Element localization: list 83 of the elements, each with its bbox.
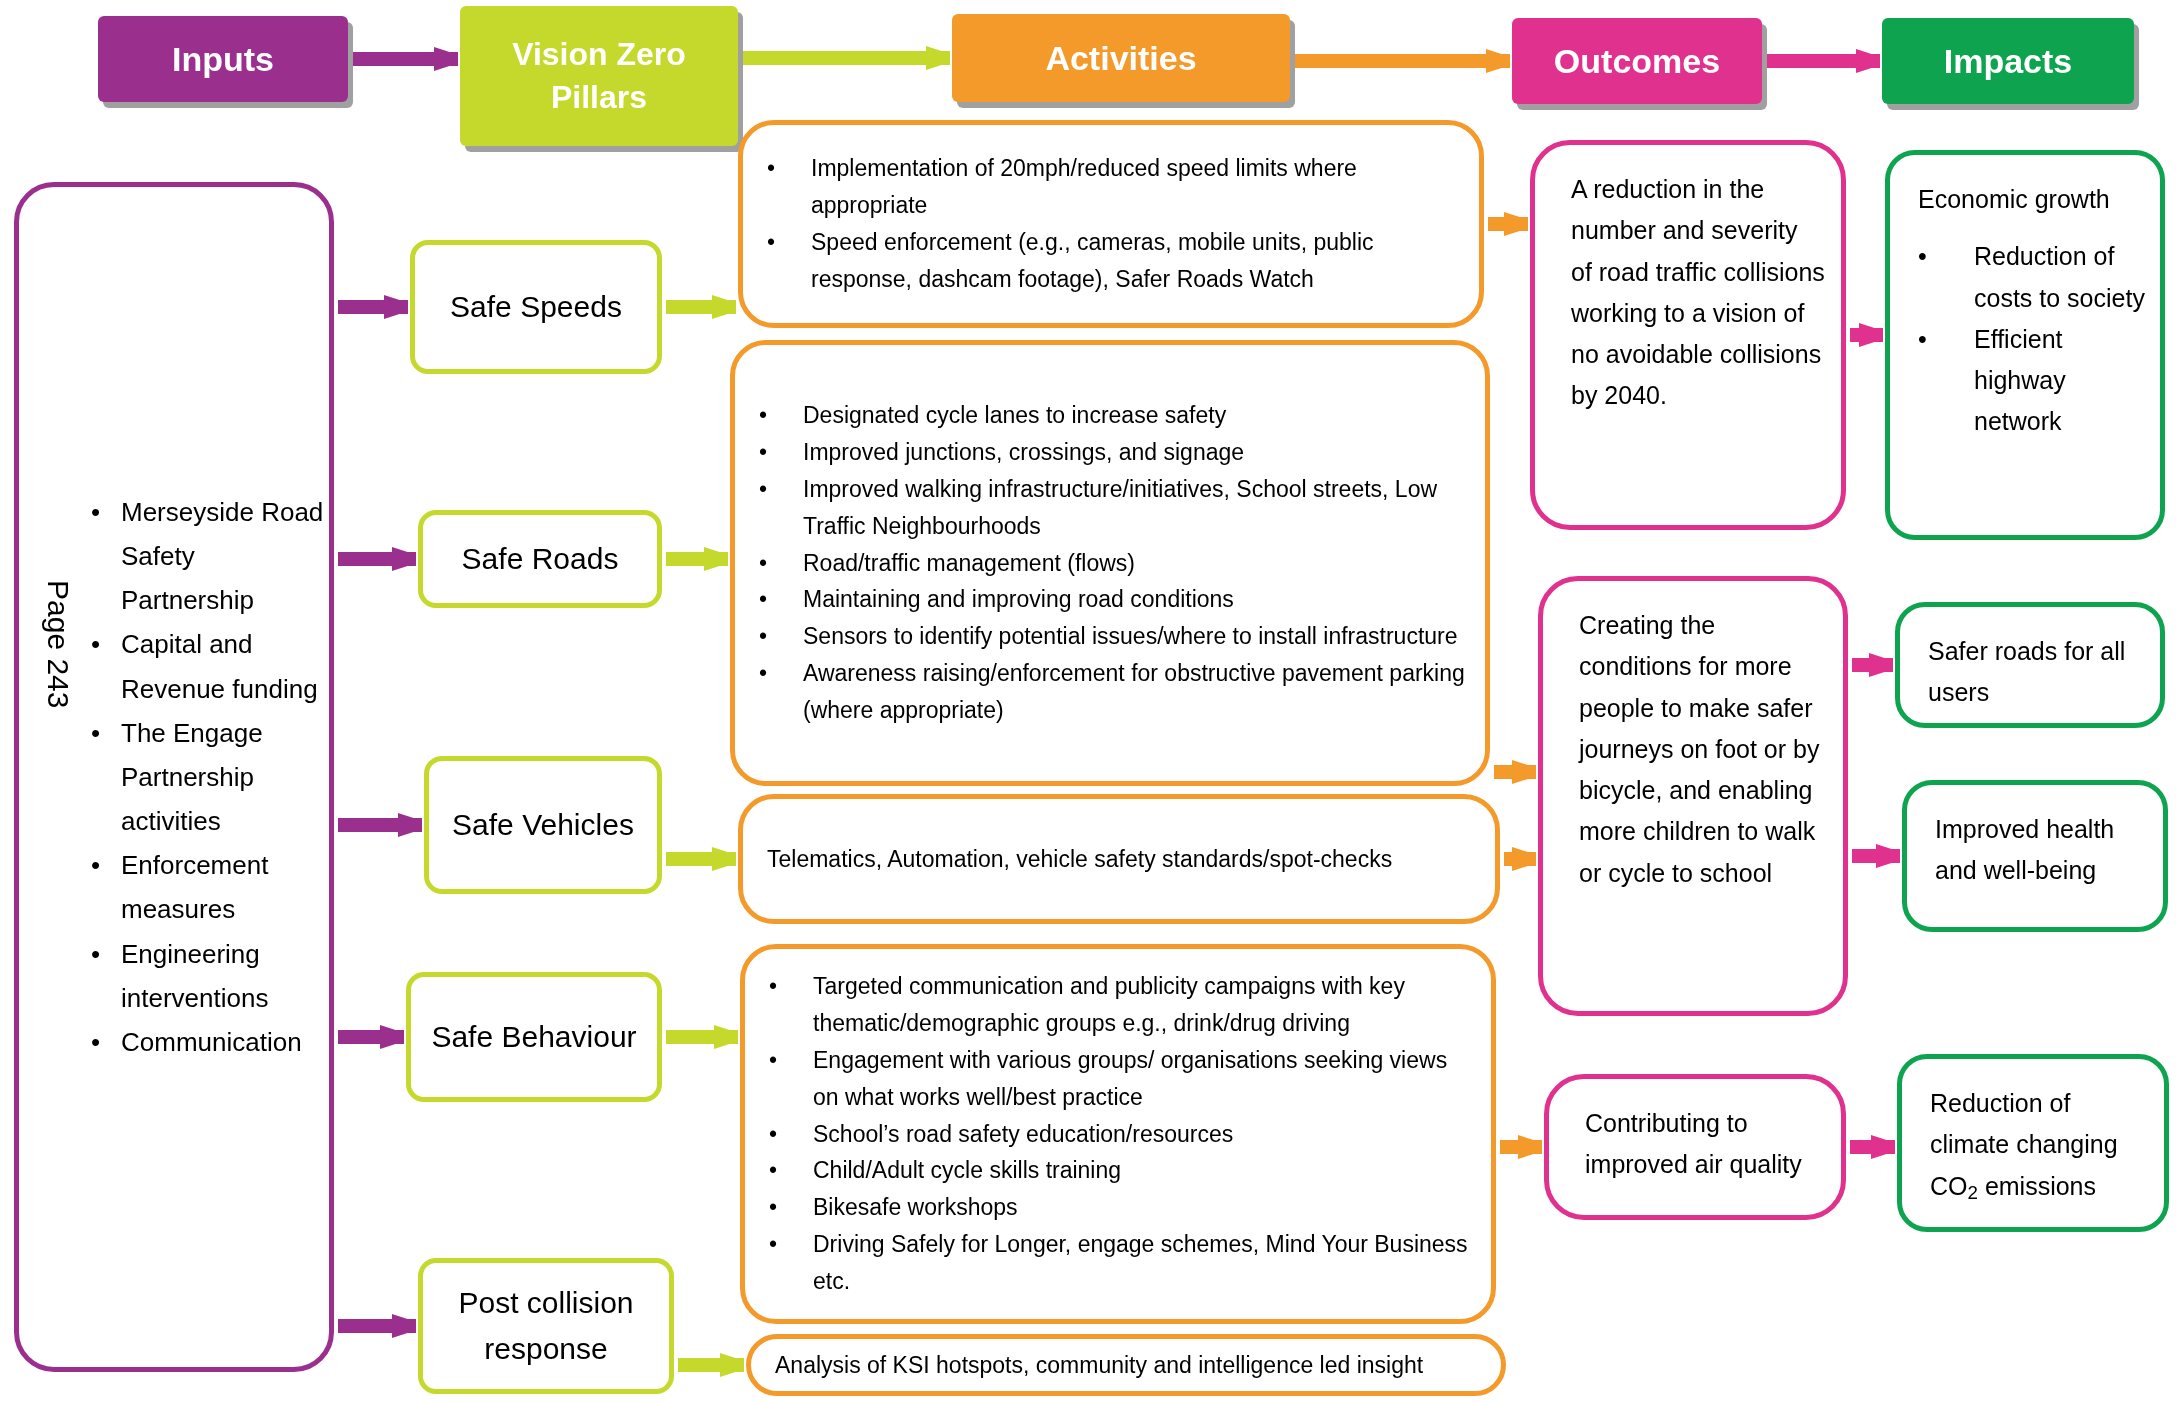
bullet: • — [759, 585, 769, 615]
list-item: Designated cycle lanes to increase safety — [803, 401, 1227, 431]
list-item: Reduction of costs to society — [1974, 241, 2146, 314]
box-text: Safe Speeds — [450, 288, 622, 325]
bullet: • — [769, 1193, 779, 1223]
bullet: • — [759, 622, 769, 652]
bullet: • — [91, 849, 102, 883]
bullet: • — [91, 937, 102, 971]
box-text: Impacts — [1943, 40, 2073, 82]
box-text: Safe Vehicles — [452, 806, 634, 843]
list-item: Bikesafe workshops — [813, 1193, 1018, 1223]
list-item: The Engage Partnership activities — [121, 716, 264, 839]
impact-box — [1885, 150, 2165, 540]
impact-box — [1897, 1054, 2169, 1232]
activity-box — [740, 944, 1496, 1324]
box-text: Economic growth — [1918, 184, 2111, 215]
list-item: School’s road safety education/resources — [813, 1119, 1234, 1149]
list-item: Road/traffic management (flows) — [803, 548, 1135, 578]
list-item: Awareness raising/enforcement for obstructive pavement parking (where appropriate) — [803, 659, 1465, 725]
list-item: Enforcement measures — [121, 849, 270, 927]
list-item: Improved junctions, crossings, and signage — [803, 438, 1245, 468]
list-item: Efficient highway network — [1974, 323, 2067, 438]
bullet: • — [91, 628, 102, 662]
activity-box — [738, 120, 1484, 328]
box-text: A reduction in the number and severity of road traffic collisions working to a vision of no avoidable collisions by 2040. — [1571, 174, 1825, 412]
list-item: Capital and Revenue funding — [121, 628, 319, 706]
box-text: Activities — [1045, 37, 1197, 79]
bullet: • — [1918, 241, 1928, 273]
list-item: Engineering interventions — [121, 937, 270, 1015]
bullet: • — [1918, 323, 1928, 355]
box-text: Improved health and well-being — [1935, 814, 2116, 887]
box-text: Analysis of KSI hotspots, community and intelligence led insight — [775, 1350, 1425, 1380]
list-item: Child/Adult cycle skills training — [813, 1156, 1122, 1186]
list-item: Maintaining and improving road conditions — [803, 585, 1234, 615]
box-text: Vision Zero Pillars — [511, 34, 687, 117]
inputs-box — [14, 182, 334, 1372]
bullet: • — [91, 1026, 102, 1060]
pillar-box — [424, 756, 662, 894]
bullet: • — [759, 475, 769, 504]
activity-box — [738, 794, 1500, 924]
bullet: • — [767, 228, 777, 257]
pillar-box — [418, 510, 662, 608]
bullet: • — [759, 548, 769, 578]
list-item: Engagement with various groups/ organisations seeking views on what works well/best practice — [813, 1046, 1449, 1112]
bullet: • — [91, 495, 102, 529]
pillar-box — [406, 972, 662, 1102]
pillar-box — [418, 1258, 674, 1394]
list-item: Driving Safely for Longer, engage schemes, Mind Your Business etc. — [813, 1230, 1469, 1296]
box-text: Safe Behaviour — [431, 1018, 637, 1055]
box-text: Safer roads for all users — [1928, 636, 2127, 709]
pillar-box — [410, 240, 662, 374]
box-text: Telematics, Automation, vehicle safety standards/spot-checks — [767, 844, 1394, 874]
list-item: Implementation of 20mph/reduced speed limits where appropriate — [811, 154, 1358, 221]
box-text: Reduction of climate changing CO$_{2}$ emissions — [1930, 1088, 2119, 1206]
bullet: • — [759, 401, 769, 431]
list-item: Communication — [121, 1026, 302, 1060]
bullet: • — [769, 972, 779, 1002]
activity-box — [730, 340, 1490, 786]
bullet: • — [759, 438, 769, 468]
box-text: Outcomes — [1553, 40, 1721, 82]
list-item: Merseyside Road Safety Partnership — [121, 495, 325, 618]
bullet: • — [91, 716, 102, 750]
bullet: • — [769, 1156, 779, 1186]
list-item: Sensors to identify potential issues/where to install infrastructure — [803, 622, 1458, 652]
bullet: • — [767, 154, 777, 184]
list-item: Speed enforcement (e.g., cameras, mobile units, public response, dashcam footage), Safer Roads Watch — [811, 228, 1375, 294]
box-text: Creating the conditions for more people to make safer journeys on foot or by bicycle, and enabling more children to walk or cycle to school — [1579, 610, 1821, 889]
impact-box — [1895, 602, 2165, 728]
outcome-box — [1544, 1074, 1846, 1220]
outcome-box — [1538, 576, 1848, 1016]
box-text: Inputs — [172, 38, 274, 80]
page-number: Page 243 — [41, 580, 76, 709]
bullet: • — [769, 1046, 779, 1075]
list-item: Improved walking infrastructure/initiatives, School streets, Low Traffic Neighbourhoods — [803, 475, 1439, 541]
bullet: • — [769, 1119, 779, 1149]
box-text: Safe Roads — [461, 540, 619, 577]
box-text: Post collision response — [457, 1284, 635, 1367]
impact-box — [1902, 780, 2168, 932]
box-text: Contributing to improved air quality — [1585, 1108, 1803, 1181]
list-item: Targeted communication and publicity campaigns with key thematic/demographic groups e.g., drink/drug driving — [813, 972, 1406, 1039]
bullet: • — [759, 659, 769, 688]
bullet: • — [769, 1230, 779, 1259]
outcome-box — [1530, 140, 1846, 530]
